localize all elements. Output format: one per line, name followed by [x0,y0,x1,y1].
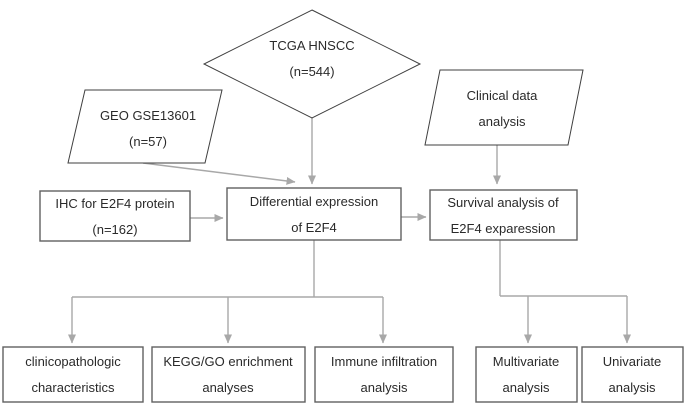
node-label-clinical-line2: analysis [478,114,526,129]
node-label-univariate-line1: Univariate [602,354,662,369]
rect-immune [314,346,454,403]
node-label-multivariate-line1: Multivariate [492,354,560,369]
node-label-geo-line1: GEO GSE13601 [99,108,197,123]
node-label-multivariate: Multivariate analysis [493,349,559,401]
node-label-kegg-line2: analyses [202,380,254,395]
node-label-geo-line2: (n=57) [129,134,167,149]
node-label-ihc-line2: (n=162) [92,222,138,237]
connector-lines [68,118,631,344]
node-label-clinico: clinicopathologic characteristics [25,349,120,401]
node-label-immune: Immune infiltration analysis [331,349,437,401]
rect-kegg [151,346,306,403]
node-label-clinical: Clinical data analysis [467,83,538,135]
parallelogram-clinical [424,69,584,146]
node-label-tcga: TCGA HNSCC (n=544) [269,33,354,85]
node-label-diff-line2: of E2F4 [291,220,337,235]
node-label-survival-line1: Survival analysis of [447,195,559,210]
diamond-tcga [202,9,422,119]
rect-univariate [581,346,684,403]
rect-clinico [2,346,144,403]
node-label-clinico-line1: clinicopathologic [25,354,121,369]
rect-survival [429,189,578,241]
node-label-multivariate-line2: analysis [502,380,550,395]
node-label-diff: Differential expression of E2F4 [250,189,378,241]
rect-diff [226,187,402,241]
node-label-ihc-line1: IHC for E2F4 protein [55,196,175,211]
node-label-immune-line2: analysis [360,380,408,395]
node-label-tcga-line2: (n=544) [289,64,335,79]
node-label-kegg: KEGG/GO enrichment analyses [163,349,292,401]
node-label-kegg-line1: KEGG/GO enrichment [163,354,293,369]
node-label-tcga-line1: TCGA HNSCC [269,38,355,53]
node-label-diff-line1: Differential expression [249,194,379,209]
connector-geo-to-diff [142,162,296,185]
parallelogram-geo [67,89,223,164]
node-label-ihc: IHC for E2F4 protein (n=162) [55,191,174,243]
node-label-survival: Survival analysis of E2F4 exparession [447,190,558,242]
node-label-clinical-line1: Clinical data [466,88,538,103]
node-label-survival-line2: E2F4 exparession [450,221,556,236]
rect-ihc [39,190,191,242]
node-label-univariate: Univariate analysis [603,349,662,401]
node-label-immune-line1: Immune infiltration [330,354,438,369]
node-label-univariate-line2: analysis [608,380,656,395]
node-label-geo: GEO GSE13601 (n=57) [100,103,196,155]
node-label-clinico-line2: characteristics [31,380,115,395]
rect-multivariate [475,346,578,403]
